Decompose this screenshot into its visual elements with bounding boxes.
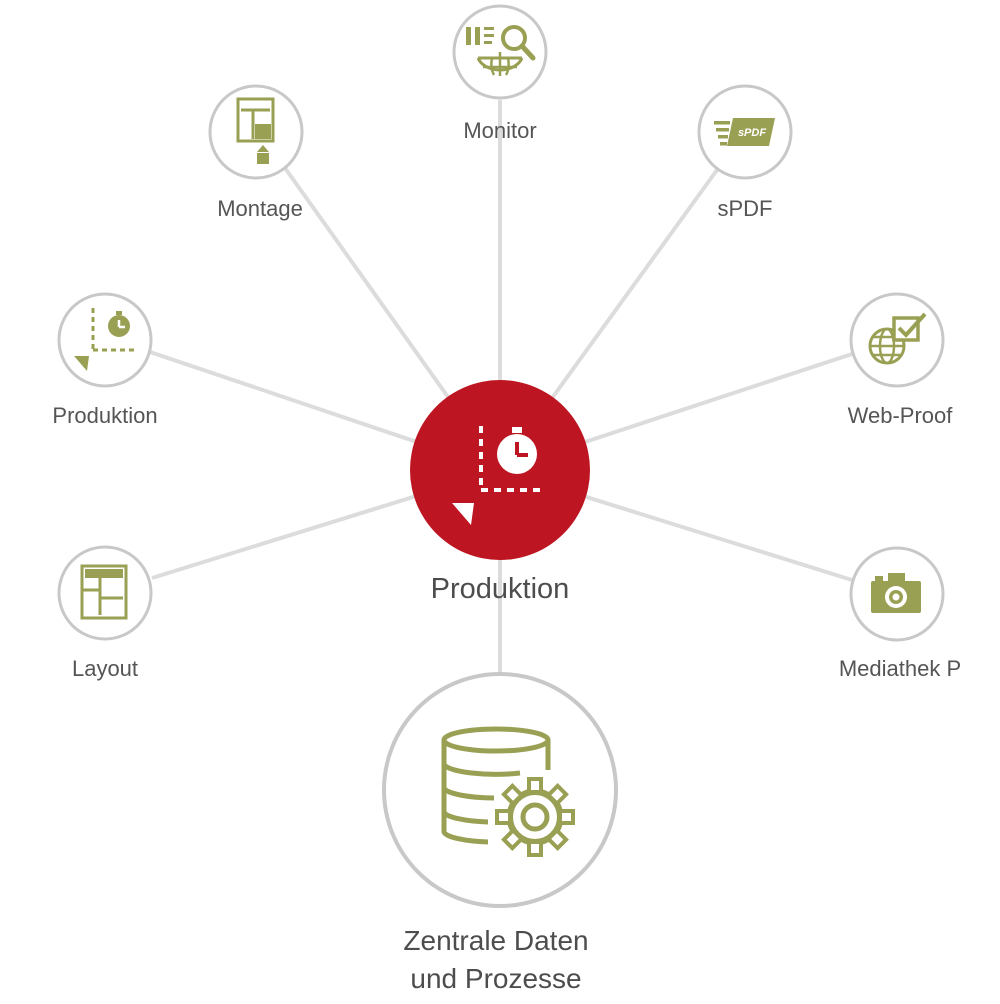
node-mediathek-label: Mediathek P <box>839 656 961 681</box>
node-spdf-label: sPDF <box>718 196 773 221</box>
node-produktion-ring <box>57 292 153 388</box>
center-label: Produktion <box>431 573 570 605</box>
spdf-icon: sPDF <box>714 118 775 146</box>
database-label-line2: und Prozesse <box>410 963 581 994</box>
node-layout-ring <box>57 545 153 641</box>
layout-grid-icon <box>80 564 128 620</box>
database-gear-icon <box>441 726 575 857</box>
node-mediathek[interactable]: Mediathek P <box>839 546 961 681</box>
node-produktion-label: Produktion <box>52 403 157 428</box>
node-database[interactable]: Zentrale Daten und Prozesse <box>382 672 618 994</box>
center-hub[interactable]: Produktion <box>410 380 590 605</box>
database-label-line1: Zentrale Daten <box>403 925 588 956</box>
node-database-ring <box>382 672 618 908</box>
node-webproof-label: Web-Proof <box>848 403 954 428</box>
center-hub-circle <box>410 380 590 560</box>
montage-page-icon <box>236 97 275 164</box>
node-montage-label: Montage <box>217 196 303 221</box>
node-layout-label: Layout <box>72 656 138 681</box>
monitor-globe-search-icon <box>466 25 536 76</box>
node-layout[interactable]: Layout <box>57 545 153 681</box>
svg-text:sPDF: sPDF <box>738 127 766 139</box>
globe-checkbox-icon <box>868 312 927 365</box>
node-webproof[interactable]: Web-Proof <box>848 292 954 428</box>
node-produktion[interactable]: Produktion <box>52 292 158 428</box>
node-spdf[interactable]: sPDF sPDF <box>697 84 793 221</box>
node-monitor[interactable]: Monitor <box>452 4 548 143</box>
camera-icon <box>871 573 921 613</box>
node-montage[interactable]: Montage <box>208 84 304 221</box>
node-monitor-label: Monitor <box>463 118 536 143</box>
center-production-timer-icon <box>452 426 546 525</box>
production-timer-icon <box>74 308 137 371</box>
